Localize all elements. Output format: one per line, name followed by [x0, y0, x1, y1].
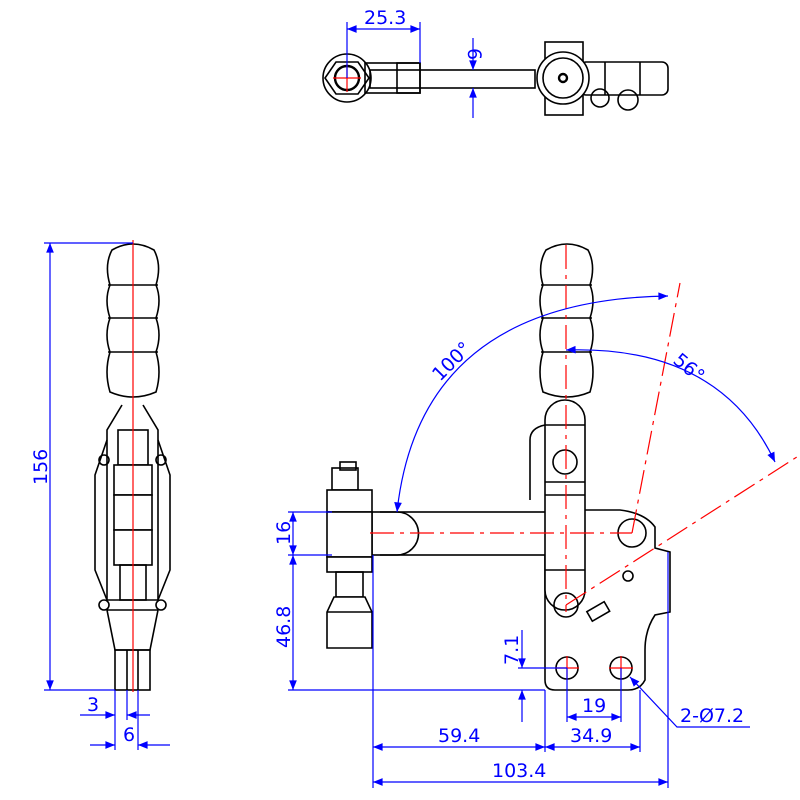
dim-6-side: 6: [123, 724, 135, 746]
angle-56: 56°: [669, 349, 709, 388]
top-view-dimensions: 25.3 6: [346, 7, 485, 118]
side-view-dimensions: 156 3 6: [30, 242, 170, 750]
side-view: [94, 240, 171, 692]
dim-59-4: 59.4: [438, 725, 480, 747]
hole-callout: 2-Ø7.2: [680, 705, 744, 727]
dim-19: 19: [582, 695, 606, 717]
dim-6-top: 6: [463, 48, 485, 60]
top-view: [322, 41, 669, 116]
front-view: [326, 243, 671, 691]
dim-3: 3: [87, 694, 99, 716]
dim-16: 16: [273, 521, 295, 545]
dim-46-8: 46.8: [273, 606, 295, 648]
dim-7-1: 7.1: [501, 635, 523, 665]
dim-156: 156: [30, 449, 52, 485]
dim-34-9: 34.9: [570, 725, 612, 747]
angle-100: 100°: [428, 338, 476, 386]
dim-103-4: 103.4: [492, 760, 546, 782]
dim-25-3: 25.3: [364, 7, 406, 29]
